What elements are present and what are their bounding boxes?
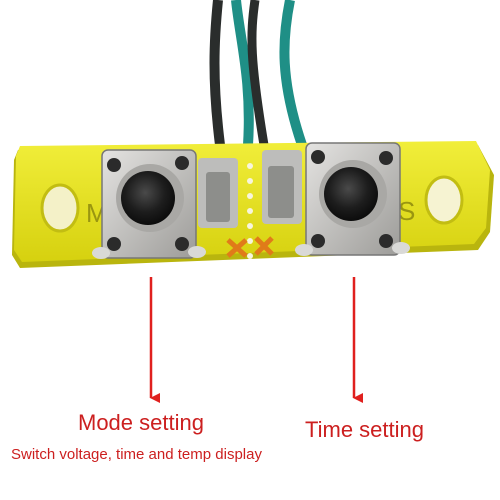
mounting-hole-right xyxy=(424,175,464,225)
green-wire-left xyxy=(231,0,254,146)
silk-label-right: S xyxy=(398,196,415,226)
black-wire-left xyxy=(209,0,225,146)
black-wire-right xyxy=(247,0,269,146)
circuit-board: M S xyxy=(12,141,494,268)
time-button-cap xyxy=(324,167,378,221)
green-wire-right xyxy=(279,0,307,147)
mode-setting-label: Mode setting xyxy=(78,410,204,435)
mode-button-cap xyxy=(121,171,175,225)
mode-setting-description: Switch voltage, time and temp display xyxy=(11,446,262,463)
wires xyxy=(209,0,307,147)
time-setting-label: Time setting xyxy=(305,417,425,442)
mounting-hole-left xyxy=(40,183,80,233)
time-push-button xyxy=(295,142,410,256)
via-holes xyxy=(247,163,253,259)
mode-push-button xyxy=(92,149,206,259)
